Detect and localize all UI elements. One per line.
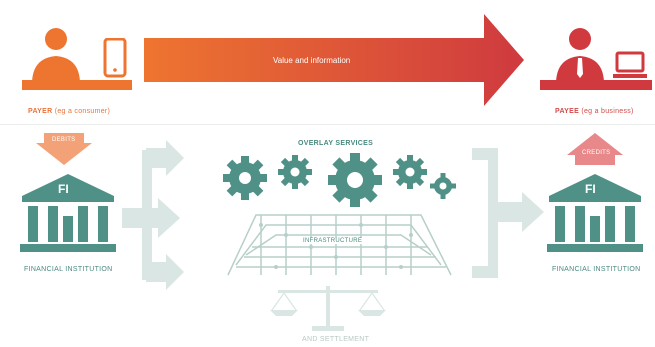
overlay-services-label: OVERLAY SERVICES <box>298 140 374 147</box>
value-flow-label: Value and information <box>273 56 351 65</box>
phone-icon <box>103 38 127 78</box>
debits-label: DEBITS <box>52 137 76 143</box>
credits-label: CREDITS <box>582 150 611 156</box>
section-divider <box>0 124 655 125</box>
infrastructure-circuit-icon <box>227 214 452 276</box>
fi-left-bank-icon <box>20 174 116 252</box>
fi-right-badge: FI <box>585 182 596 196</box>
scales-icon <box>270 286 386 331</box>
right-connector-arrows <box>472 148 544 278</box>
gears-icon <box>223 153 456 207</box>
payee-desc: (eg a business) <box>581 108 634 115</box>
fi-left-badge: FI <box>58 182 69 196</box>
payee-label: PAYEE (eg a business) <box>555 108 634 115</box>
payer-desc: (eg a consumer) <box>54 108 111 115</box>
left-connector-arrows <box>122 140 184 290</box>
fi-right-bank-icon <box>547 174 643 252</box>
fi-left-label: FINANCIAL INSTITUTION <box>24 266 113 273</box>
infrastructure-label: INFRASTRUCTURE <box>301 238 365 244</box>
payee-role: PAYEE <box>555 108 580 115</box>
credits-arrow <box>567 133 623 165</box>
payer-person-icon <box>22 28 132 90</box>
value-flow-arrow <box>144 14 524 106</box>
fi-right-label: FINANCIAL INSTITUTION <box>552 266 641 273</box>
payer-label: PAYER (eg a consumer) <box>28 108 110 115</box>
laptop-icon <box>613 51 647 78</box>
settlement-label: AND SETTLEMENT <box>302 336 370 343</box>
payer-role: PAYER <box>28 108 53 115</box>
debits-arrow <box>36 133 92 165</box>
payee-person-icon <box>540 28 652 90</box>
